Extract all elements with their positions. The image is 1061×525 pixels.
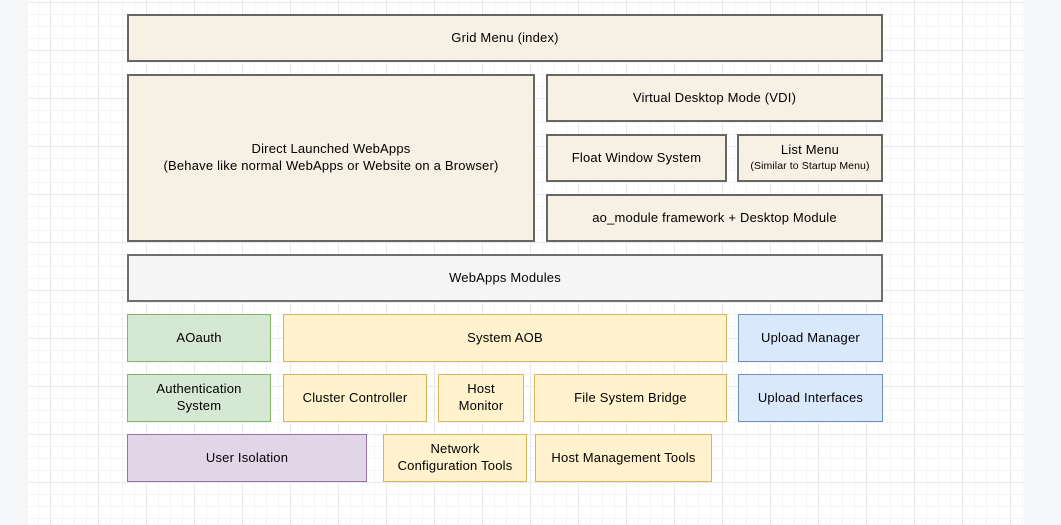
- list-menu[interactable]: List Menu(Similar to Startup Menu): [737, 134, 883, 182]
- system-aob-text: System AOB: [290, 330, 720, 347]
- webapps-modules[interactable]: WebApps Modules: [127, 254, 883, 302]
- page-margin-left: [0, 0, 28, 525]
- system-aob-label: System AOB: [290, 330, 720, 347]
- virtual-desktop-mode[interactable]: Virtual Desktop Mode (VDI): [546, 74, 883, 122]
- host-management-tools-label: Host Management Tools: [542, 450, 705, 467]
- host-management-tools-text: Host Management Tools: [542, 450, 705, 467]
- float-window-system-label: Float Window System: [554, 150, 719, 167]
- cluster-controller[interactable]: Cluster Controller: [283, 374, 427, 422]
- list-menu-subtext: (Similar to Startup Menu): [745, 160, 875, 174]
- webapps-modules-label: WebApps Modules: [135, 270, 875, 287]
- authentication-system[interactable]: Authentication System: [127, 374, 271, 422]
- list-menu-text: List Menu: [745, 142, 875, 159]
- file-system-bridge[interactable]: File System Bridge: [534, 374, 727, 422]
- upload-manager-label: Upload Manager: [745, 330, 876, 347]
- file-system-bridge-label: File System Bridge: [541, 390, 720, 407]
- aoauth[interactable]: AOauth: [127, 314, 271, 362]
- cluster-controller-text: Cluster Controller: [290, 390, 420, 407]
- network-configuration-tools[interactable]: Network Configuration Tools: [383, 434, 527, 482]
- aoauth-label: AOauth: [134, 330, 264, 347]
- authentication-system-text: Authentication System: [134, 381, 264, 415]
- list-menu-label: List Menu(Similar to Startup Menu): [745, 142, 875, 174]
- direct-launched-webapps-line-2: (Behave like normal WebApps or Website o…: [135, 158, 527, 175]
- user-isolation-label: User Isolation: [134, 450, 360, 467]
- ao-module-framework-label: ao_module framework + Desktop Module: [554, 210, 875, 227]
- upload-interfaces-label: Upload Interfaces: [745, 390, 876, 407]
- page-margin-right: [1024, 0, 1061, 525]
- user-isolation-text: User Isolation: [134, 450, 360, 467]
- webapps-modules-text: WebApps Modules: [135, 270, 875, 287]
- upload-manager-text: Upload Manager: [745, 330, 876, 347]
- virtual-desktop-mode-label: Virtual Desktop Mode (VDI): [554, 90, 875, 107]
- network-configuration-tools-label: Network Configuration Tools: [390, 441, 520, 475]
- virtual-desktop-mode-text: Virtual Desktop Mode (VDI): [554, 90, 875, 107]
- float-window-system-text: Float Window System: [554, 150, 719, 167]
- file-system-bridge-text: File System Bridge: [541, 390, 720, 407]
- aoauth-text: AOauth: [134, 330, 264, 347]
- network-configuration-tools-text: Network Configuration Tools: [390, 441, 520, 475]
- host-monitor[interactable]: Host Monitor: [438, 374, 524, 422]
- ao-module-framework-text: ao_module framework + Desktop Module: [554, 210, 875, 227]
- direct-launched-webapps-label: Direct Launched WebApps(Behave like norm…: [135, 141, 527, 175]
- host-monitor-text: Host Monitor: [445, 381, 517, 415]
- upload-interfaces-text: Upload Interfaces: [745, 390, 876, 407]
- float-window-system[interactable]: Float Window System: [546, 134, 727, 182]
- system-aob[interactable]: System AOB: [283, 314, 727, 362]
- direct-launched-webapps[interactable]: Direct Launched WebApps(Behave like norm…: [127, 74, 535, 242]
- upload-manager[interactable]: Upload Manager: [738, 314, 883, 362]
- upload-interfaces[interactable]: Upload Interfaces: [738, 374, 883, 422]
- host-management-tools[interactable]: Host Management Tools: [535, 434, 712, 482]
- user-isolation[interactable]: User Isolation: [127, 434, 367, 482]
- ao-module-framework[interactable]: ao_module framework + Desktop Module: [546, 194, 883, 242]
- host-monitor-label: Host Monitor: [445, 381, 517, 415]
- grid-menu[interactable]: Grid Menu (index): [127, 14, 883, 62]
- cluster-controller-label: Cluster Controller: [290, 390, 420, 407]
- grid-menu-text: Grid Menu (index): [135, 30, 875, 47]
- authentication-system-label: Authentication System: [134, 381, 264, 415]
- direct-launched-webapps-line-1: Direct Launched WebApps: [135, 141, 527, 158]
- grid-menu-label: Grid Menu (index): [135, 30, 875, 47]
